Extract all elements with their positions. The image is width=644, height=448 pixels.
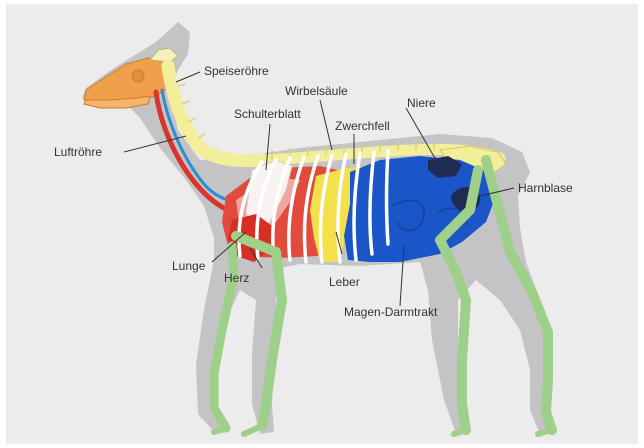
- label-luftroehre: Luftröhre: [54, 145, 102, 159]
- label-wirbelsaeule: Wirbelsäule: [285, 84, 348, 98]
- leader-speiseroehre: [176, 72, 200, 82]
- label-magen-darmtrakt: Magen-Darmtrakt: [344, 305, 438, 319]
- label-lunge: Lunge: [172, 259, 206, 273]
- eye-socket: [132, 70, 144, 82]
- label-speiseroehre: Speiseröhre: [204, 64, 269, 78]
- label-schulterblatt: Schulterblatt: [234, 107, 301, 121]
- label-niere: Niere: [407, 96, 436, 110]
- label-zwerchfell: Zwerchfell: [335, 119, 390, 133]
- label-herz: Herz: [224, 271, 249, 285]
- label-harnblase: Harnblase: [518, 181, 573, 195]
- label-leber: Leber: [329, 275, 360, 289]
- leader-wirbelsaeule: [320, 100, 332, 150]
